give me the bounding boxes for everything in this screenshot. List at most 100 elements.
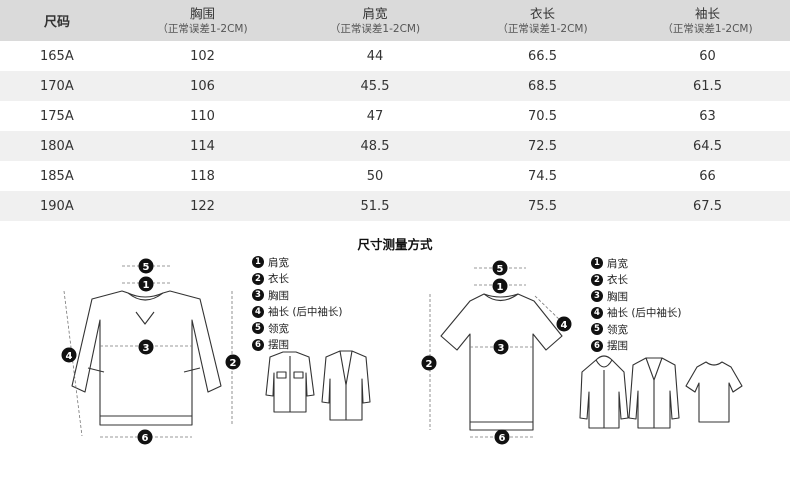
cell-size: 165A xyxy=(40,48,74,64)
marker-3-sweater: 3 xyxy=(138,339,154,355)
table-row: 165A 102 44 66.5 60 xyxy=(0,41,790,71)
header-chest: 胸围（正常误差1-2CM) xyxy=(115,0,290,41)
marker-6-sweater: 6 xyxy=(137,429,153,445)
marker-4-tshirt: 4 xyxy=(556,316,572,332)
tshirt-illustration xyxy=(440,293,563,431)
cell-shoulder: 48.5 xyxy=(290,131,460,161)
small-tshirt-icon xyxy=(685,361,743,423)
legend-label: 胸围 xyxy=(268,289,289,302)
cell-sleeve: 63 xyxy=(699,108,716,124)
legend-item: 6 摆围 xyxy=(591,338,682,355)
cell-size: 180A xyxy=(0,131,115,161)
legend-number: 1 xyxy=(252,256,264,269)
cell-size: 190A xyxy=(0,191,115,221)
header-shoulder: 肩宽（正常误差1-2CM) xyxy=(290,0,460,41)
legend-label: 胸围 xyxy=(607,290,628,303)
legend-label: 领宽 xyxy=(607,323,628,336)
legend-label: 袖长 (后中袖长) xyxy=(607,307,682,320)
marker-3-tshirt: 3 xyxy=(493,339,509,355)
legend-item: 1 肩宽 xyxy=(591,255,682,272)
legend-item: 2 衣长 xyxy=(591,272,682,289)
marker-1-tshirt: 1 xyxy=(492,278,508,294)
legend-label: 摆围 xyxy=(607,340,628,353)
cell-chest: 106 xyxy=(115,71,290,101)
cell-length: 72.5 xyxy=(460,131,625,161)
legend-label: 衣长 xyxy=(607,274,628,287)
svg-text:6: 6 xyxy=(499,433,506,444)
cell-chest: 122 xyxy=(115,191,290,221)
legend-item: 3 胸围 xyxy=(591,288,682,305)
header-length: 衣长（正常误差1-2CM) xyxy=(460,0,625,41)
cell-chest: 118 xyxy=(190,168,215,184)
legend-label: 摆围 xyxy=(268,339,289,352)
marker-5-sweater: 5 xyxy=(138,258,154,274)
table-row: 180A 114 48.5 72.5 64.5 xyxy=(0,131,790,161)
denim-jacket-icon xyxy=(265,351,315,413)
svg-text:2: 2 xyxy=(426,359,433,370)
cell-shoulder: 51.5 xyxy=(290,191,460,221)
svg-text:1: 1 xyxy=(143,280,150,291)
sweater-illustration xyxy=(71,290,222,426)
legend-number: 2 xyxy=(252,272,264,285)
legend-label: 肩宽 xyxy=(268,256,289,269)
cell-length: 70.5 xyxy=(528,108,557,124)
legend-label: 肩宽 xyxy=(607,257,628,270)
marker-2-sweater: 2 xyxy=(225,354,241,370)
legend-item: 4 袖长 (后中袖长) xyxy=(591,305,682,322)
svg-text:3: 3 xyxy=(143,343,150,354)
svg-text:6: 6 xyxy=(142,433,149,444)
table-row: 190A 122 51.5 75.5 67.5 xyxy=(0,191,790,221)
cell-chest: 110 xyxy=(190,108,215,124)
legend-number: 4 xyxy=(591,306,603,319)
cell-shoulder: 45.5 xyxy=(290,71,460,101)
cell-size: 175A xyxy=(40,108,74,124)
cell-chest: 114 xyxy=(115,131,290,161)
diagram-title: 尺寸测量方式 xyxy=(357,237,433,252)
legend-number: 3 xyxy=(591,290,603,303)
legend-item: 2 衣长 xyxy=(252,271,343,288)
table-header-row: 尺码 胸围（正常误差1-2CM) 肩宽（正常误差1-2CM) 衣长（正常误差1-… xyxy=(0,0,790,41)
svg-text:5: 5 xyxy=(143,262,150,273)
table-row: 175A 110 47 70.5 63 xyxy=(0,101,790,131)
size-chart-table: 尺码 胸围（正常误差1-2CM) 肩宽（正常误差1-2CM) 衣长（正常误差1-… xyxy=(0,0,790,221)
cell-shoulder: 47 xyxy=(366,108,384,124)
legend-number: 3 xyxy=(252,289,264,302)
legend-label: 领宽 xyxy=(268,322,289,335)
table-row: 185A 118 50 74.5 66 xyxy=(0,161,790,191)
svg-text:5: 5 xyxy=(497,264,504,275)
legend-label: 衣长 xyxy=(268,273,289,286)
legend-item: 6 摆围 xyxy=(252,337,343,354)
legend-number: 6 xyxy=(252,338,264,351)
svg-text:4: 4 xyxy=(66,351,73,362)
cell-length: 75.5 xyxy=(460,191,625,221)
blazer-icon xyxy=(321,350,371,421)
cell-length: 68.5 xyxy=(460,71,625,101)
legend-number: 2 xyxy=(591,273,603,286)
header-size: 尺码 xyxy=(0,0,115,41)
cardigan-icon xyxy=(628,357,680,429)
marker-6-tshirt: 6 xyxy=(494,429,510,445)
legend-item: 1 肩宽 xyxy=(252,254,343,271)
cell-size: 185A xyxy=(40,168,74,184)
cell-size: 170A xyxy=(0,71,115,101)
legend-number: 6 xyxy=(591,339,603,352)
cell-sleeve: 67.5 xyxy=(625,191,790,221)
svg-text:1: 1 xyxy=(497,282,504,293)
hoodie-icon xyxy=(579,355,629,429)
cell-sleeve: 60 xyxy=(699,48,716,64)
cell-shoulder: 50 xyxy=(366,168,384,184)
cell-sleeve: 61.5 xyxy=(625,71,790,101)
cell-length: 66.5 xyxy=(528,48,557,64)
cell-sleeve: 64.5 xyxy=(625,131,790,161)
cell-sleeve: 66 xyxy=(699,168,716,184)
cell-length: 74.5 xyxy=(528,168,557,184)
marker-5-tshirt: 5 xyxy=(492,260,508,276)
legend-number: 1 xyxy=(591,257,603,270)
svg-text:3: 3 xyxy=(498,343,505,354)
